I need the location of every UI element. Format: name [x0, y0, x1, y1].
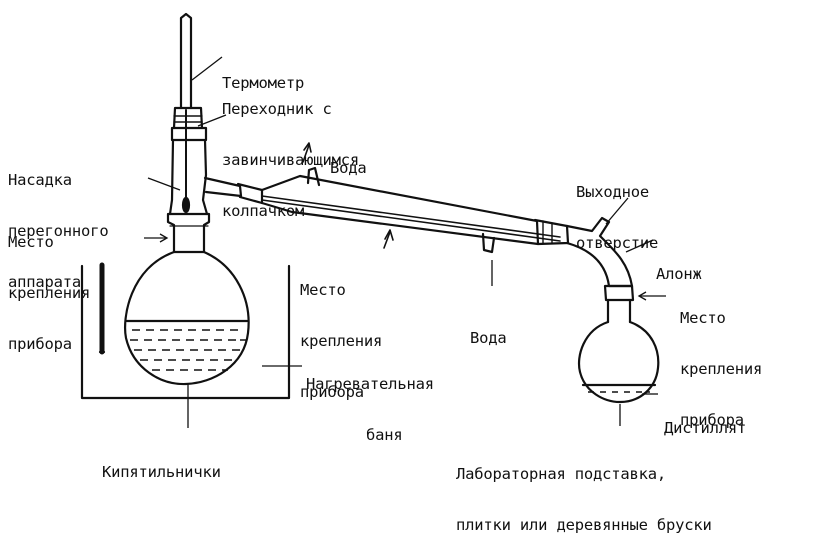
label-outlet: Выходное отверстие — [576, 183, 659, 252]
leader-thermometer — [191, 56, 223, 81]
label-lab-support: Лабораторная подставка, плитки или дерев… — [456, 465, 712, 534]
heating-bath — [80, 264, 291, 400]
label-clamp-right: Место крепления прибора — [680, 309, 763, 429]
flask-neck — [166, 212, 211, 254]
label-heating-bath: Нагревательная баня — [306, 375, 434, 444]
arrow-clamp-middle — [383, 231, 391, 249]
label-distillation-head: Насадка перегонного аппарата — [8, 171, 109, 291]
label-clamp-left: Место крепления прибора — [8, 233, 91, 353]
leader-outlet — [605, 197, 629, 225]
label-thermometer: Термометр — [222, 74, 305, 92]
adapter-cap — [172, 106, 204, 130]
label-clamp-middle: Место крепления прибора — [300, 281, 383, 401]
leader-lines — [144, 56, 666, 428]
arrow-water-top — [302, 144, 310, 163]
label-boiling-chips: Кипятильнички — [102, 463, 221, 481]
side-arm — [203, 176, 243, 198]
flask-liquid — [130, 329, 246, 371]
water-outlet-nozzle — [306, 166, 321, 187]
label-water-top: Вода — [330, 159, 367, 177]
label-water-bottom: Вода — [470, 329, 507, 347]
condenser-jacket — [260, 174, 540, 246]
leader-head — [147, 177, 181, 191]
leader-alonge — [625, 239, 654, 253]
boiling-flask — [124, 250, 250, 386]
leader-adapter — [197, 114, 227, 127]
receiver-neck — [606, 298, 632, 324]
label-distillate: Дистиллят — [664, 419, 747, 437]
thermometer — [179, 12, 193, 110]
distillation-apparatus-diagram — [80, 12, 666, 428]
water-inlet-nozzle — [481, 232, 496, 254]
label-alonge: Алонж — [656, 265, 702, 283]
condenser-inner-tube — [261, 195, 561, 238]
label-adapter: Переходник с завинчивающимся колпачком — [222, 100, 359, 220]
receiving-flask — [578, 320, 660, 404]
